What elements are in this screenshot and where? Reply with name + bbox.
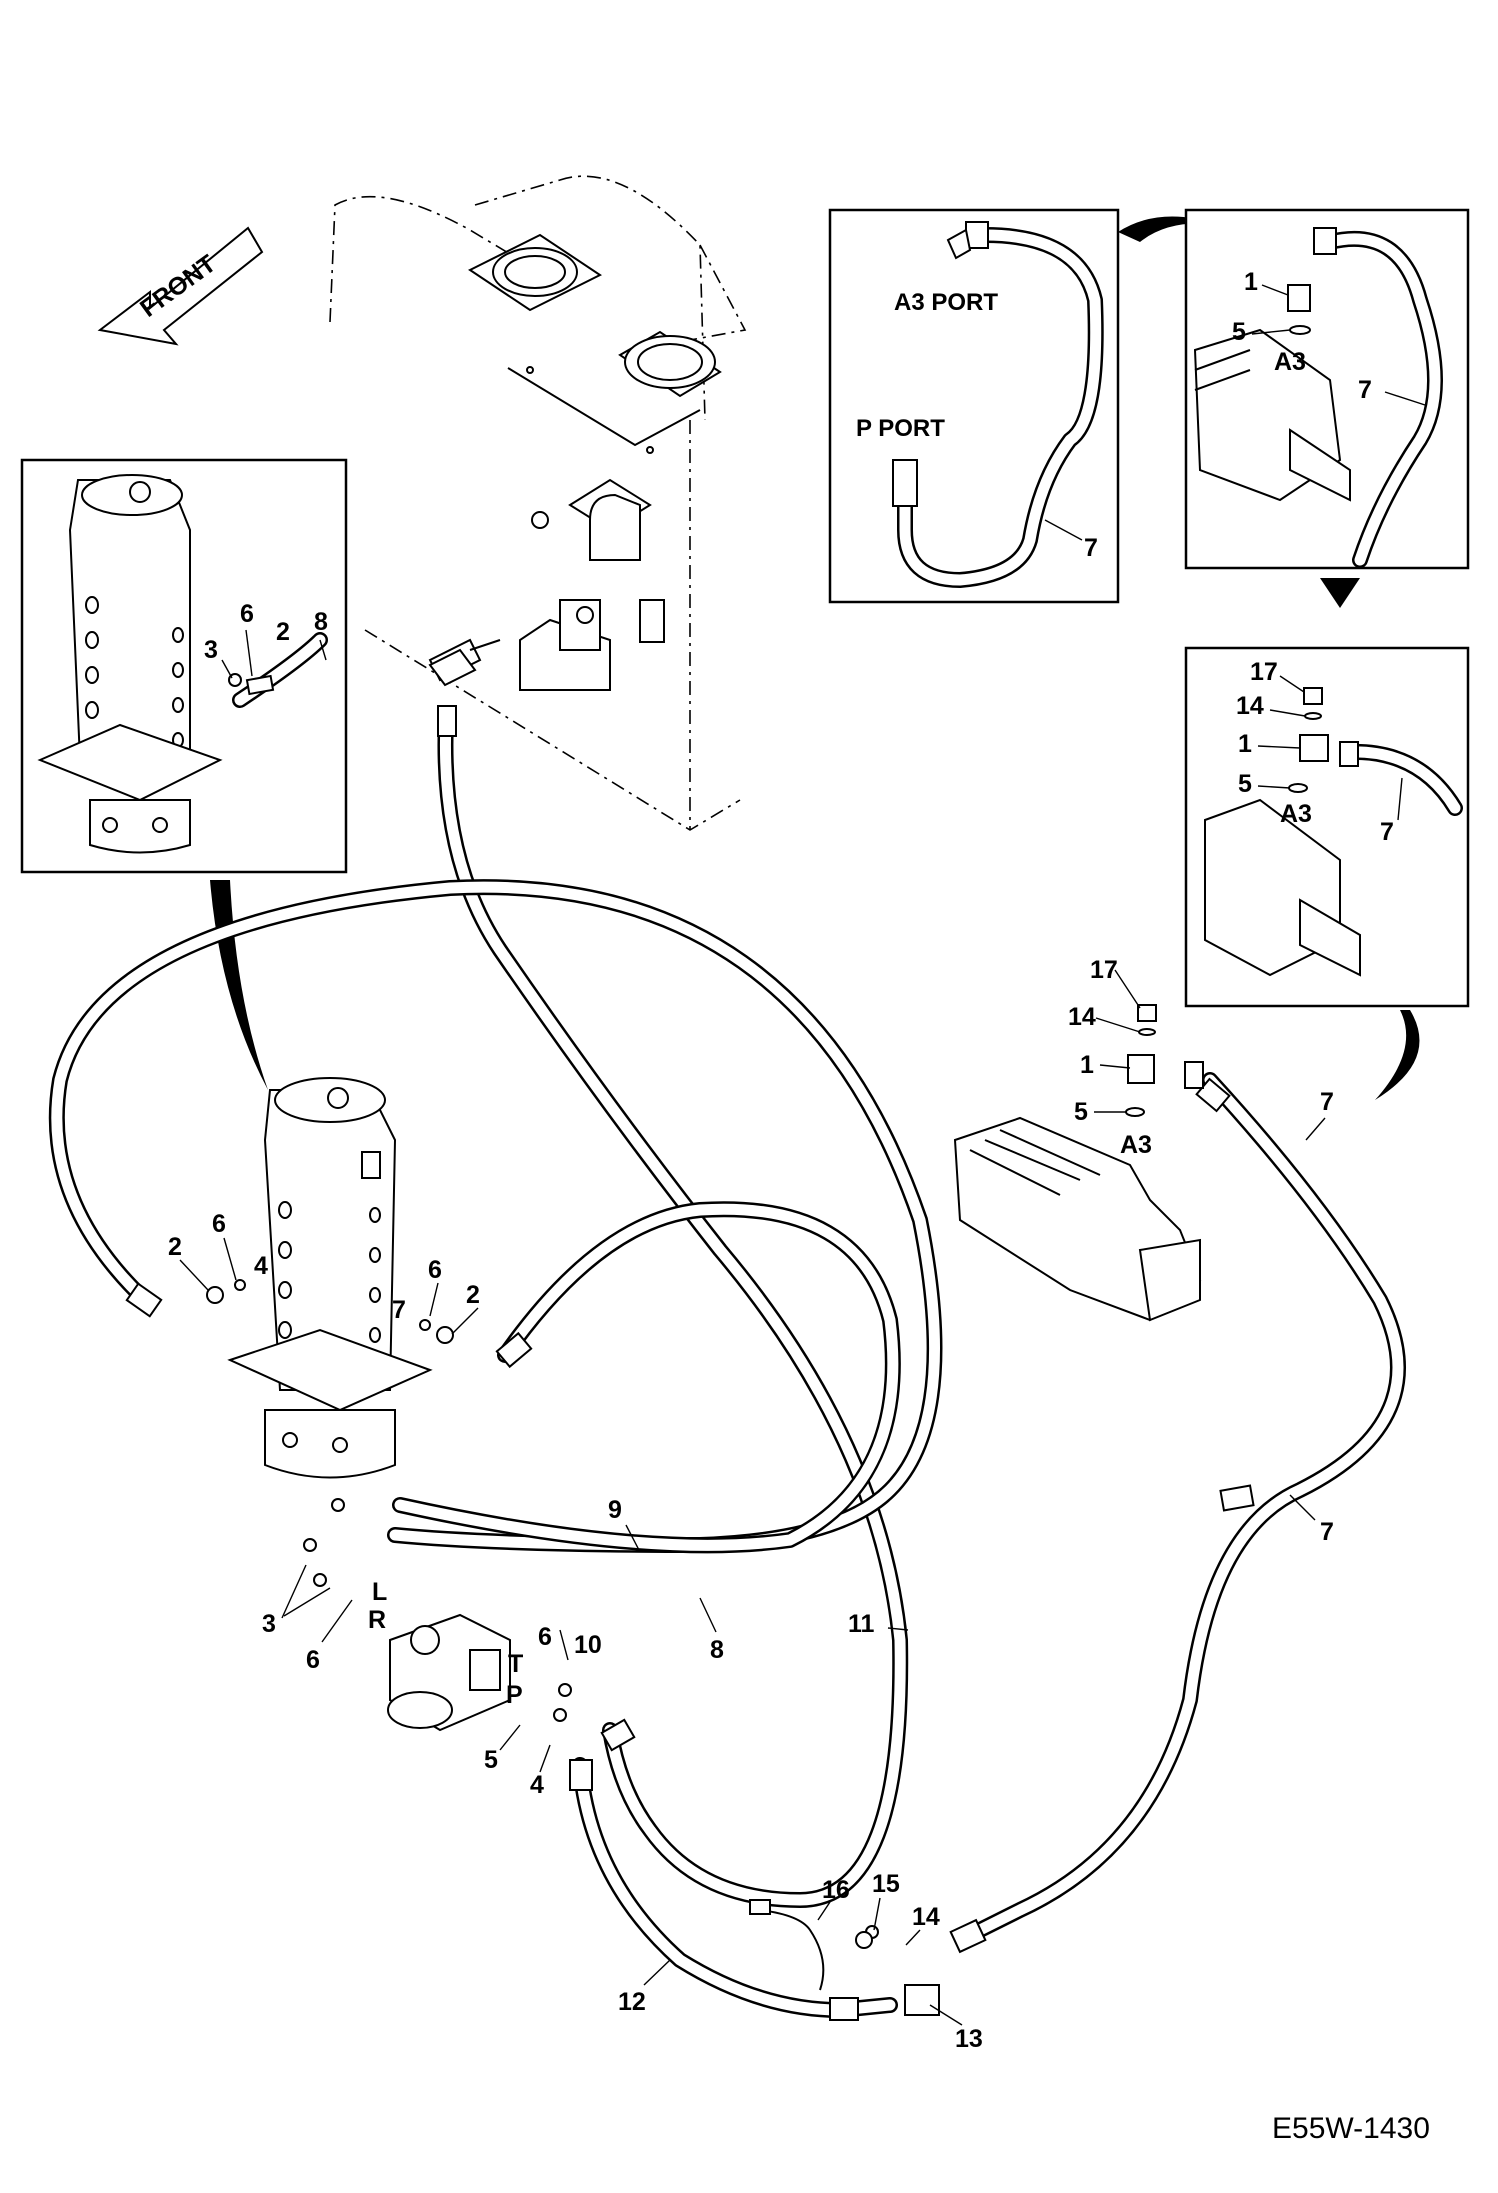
valve-callout-7b: 7 [1320, 1518, 1334, 1546]
inset-a3-callout-1: 1 [1244, 268, 1258, 296]
sensor-callout-15: 15 [872, 1870, 900, 1898]
port-a3-label: A3 PORT [894, 289, 998, 316]
swivel-callout-4: 4 [254, 1252, 268, 1280]
hose-callout-12: 12 [618, 1988, 646, 2016]
inset-hose-callout-7: 7 [1084, 534, 1098, 562]
inset-a3-callout-7: 7 [1358, 376, 1372, 404]
steering-unit [303, 1498, 879, 1939]
steering-callout-3: 3 [262, 1610, 276, 1638]
hose-callout-8: 8 [710, 1636, 724, 1664]
inset-plug-callout-7: 7 [1380, 818, 1394, 846]
hose-callout-11: 11 [848, 1610, 875, 1638]
inset-plug-port: A3 [1280, 800, 1312, 828]
valve-callout-1: 1 [1080, 1051, 1094, 1079]
swivel-callout-2b: 2 [466, 1281, 480, 1309]
valve-port-a3: A3 [1120, 1131, 1152, 1159]
swivel-callout-6b: 6 [428, 1256, 442, 1284]
port-p-label: P PORT [856, 415, 945, 442]
steering-callout-4: 4 [530, 1771, 544, 1799]
inset-plug-callout-17: 17 [1250, 658, 1278, 686]
hose-callout-13: 13 [955, 2025, 983, 2053]
steering-port-r: R [368, 1606, 386, 1634]
inset-plug-callout-1: 1 [1238, 730, 1252, 758]
sensor-callout-14: 14 [912, 1903, 940, 1931]
inset-swivel-callout-6: 6 [240, 600, 254, 628]
drawing-code: E55W-1430 [1272, 2112, 1430, 2145]
steering-callout-10: 10 [574, 1631, 602, 1659]
pressure-sensor [749, 1899, 940, 2016]
inset-swivel-callout-3: 3 [204, 636, 218, 664]
control-valve [953, 1004, 1204, 1322]
inset-plug-pointer [1375, 1010, 1420, 1100]
inset-a3-port: A3 [1274, 348, 1306, 376]
inset-swivel-callout-8: 8 [314, 608, 328, 636]
inset-swivel: 3 6 2 8 [20, 458, 348, 874]
inset-plug-callout-14: 14 [1236, 692, 1264, 720]
swivel-callout-7: 7 [392, 1296, 406, 1324]
valve-callout-17: 17 [1090, 956, 1118, 984]
hose-callout-9: 9 [608, 1496, 622, 1524]
steering-port-t: T [508, 1650, 523, 1678]
sensor-callout-16: 16 [822, 1876, 850, 1904]
hose-fittings [125, 648, 1255, 2021]
inset-valve-a3: 1 5 7 A3 [1184, 208, 1470, 570]
steering-callout-6a: 6 [306, 1646, 320, 1674]
valve-callout-5: 5 [1074, 1098, 1088, 1126]
steering-port-p: P [506, 1681, 523, 1709]
inset-plug-callout-5: 5 [1238, 770, 1252, 798]
front-direction-arrow: FRONT [97, 226, 264, 346]
inset-valve-plug: 17 14 1 5 7 A3 [1184, 646, 1470, 1008]
swivel-joint [206, 1077, 454, 1479]
inset-port-hose: A3 PORT P PORT 7 [828, 208, 1120, 604]
inset-swivel-pointer [210, 880, 268, 1090]
steering-callout-5: 5 [484, 1746, 498, 1774]
swivel-callout-6a: 6 [212, 1210, 226, 1238]
valve-callout-7a: 7 [1320, 1088, 1334, 1116]
main-hoses [48, 712, 1406, 2018]
swivel-callout-2a: 2 [168, 1233, 182, 1261]
inset-arrow-down [1320, 578, 1360, 608]
main-callouts: 17 14 1 5 7 7 7 A3 2 6 4 6 2 7 9 8 11 12… [168, 956, 1334, 2053]
valve-callout-14: 14 [1068, 1003, 1096, 1031]
hydraulic-tank [329, 175, 747, 831]
steering-port-l: L [372, 1578, 387, 1606]
inset-swivel-callout-2: 2 [276, 618, 290, 646]
inset-a3-callout-5: 5 [1232, 318, 1246, 346]
steering-callout-6b: 6 [538, 1623, 552, 1651]
